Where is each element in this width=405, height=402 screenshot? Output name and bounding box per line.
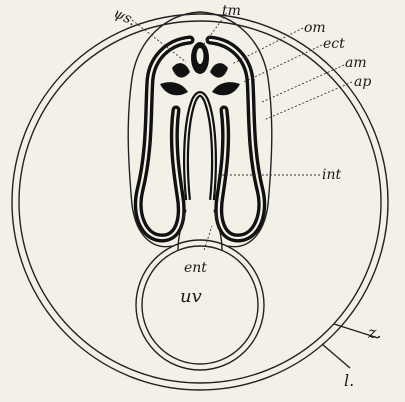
inner-membrane-circle [19,21,381,383]
label-uv: uv [180,286,202,307]
somite-right [210,63,228,78]
leader-am [262,65,344,102]
label-z: z. [367,323,382,342]
yolk-sac-neck [178,210,222,250]
label-ent: ent [184,260,207,276]
leader-l [322,344,350,368]
leader-ap [264,82,352,120]
mesoderm-right [212,82,240,95]
label-l: l. [344,371,354,390]
label-ap: ap [354,74,371,90]
somite-left [172,63,190,78]
mesoderm-left [160,82,188,95]
gut-stalk-lumen [186,94,214,200]
label-om: om [304,20,326,36]
leader-ect [244,45,322,82]
label-am: am [345,55,367,71]
label-tm: tm [222,3,241,19]
label-ect: ect [323,36,345,52]
label-int: int [322,167,341,183]
neural-canal [197,48,204,64]
